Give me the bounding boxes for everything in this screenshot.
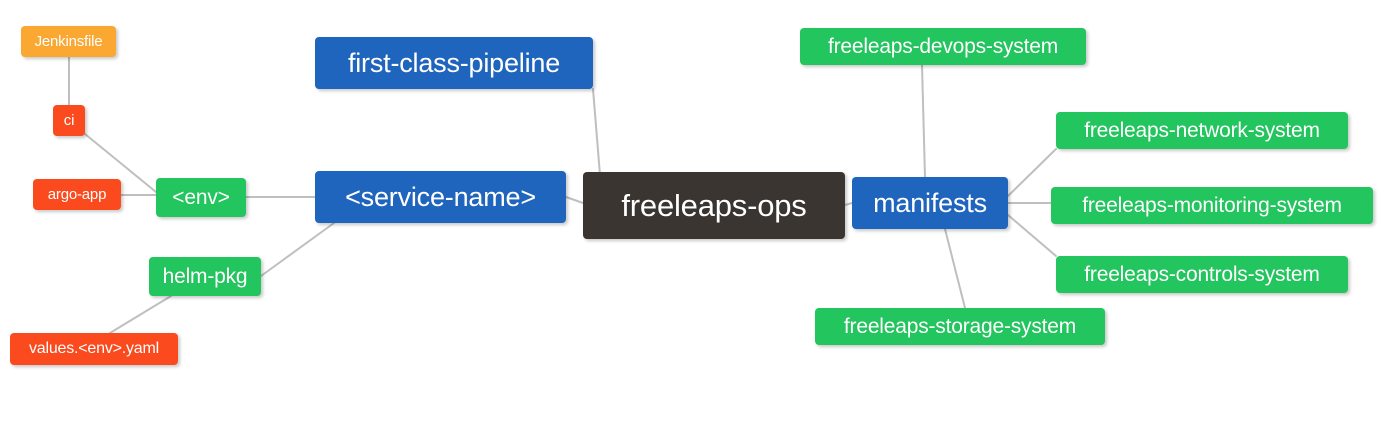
node-argo-app[interactable]: argo-app (33, 179, 121, 210)
node-env[interactable]: <env> (156, 178, 246, 217)
edge-freeleaps-ops-to-first-class-pipeline (592, 88, 601, 176)
edge-freeleaps-ops-to-service-name (565, 196, 584, 204)
node-freeleaps-controls-system[interactable]: freeleaps-controls-system (1056, 256, 1348, 293)
edge-manifests-to-freeleaps-devops-system (921, 64, 926, 178)
edge-env-to-ci (84, 133, 157, 193)
node-freeleaps-monitoring-system[interactable]: freeleaps-monitoring-system (1051, 187, 1373, 224)
edge-manifests-to-freeleaps-network-system (1007, 148, 1057, 197)
node-freeleaps-devops-system[interactable]: freeleaps-devops-system (800, 28, 1086, 65)
edge-manifests-to-freeleaps-controls-system (1007, 214, 1057, 257)
node-manifests[interactable]: manifests (852, 177, 1008, 229)
node-freeleaps-network-system[interactable]: freeleaps-network-system (1056, 112, 1348, 149)
edge-freeleaps-ops-to-manifests (844, 202, 853, 206)
edge-service-name-to-helm-pkg (260, 222, 335, 277)
node-jenkinsfile[interactable]: Jenkinsfile (21, 26, 116, 57)
edge-helm-pkg-to-values-yaml (109, 295, 172, 334)
node-service-name[interactable]: <service-name> (315, 171, 566, 223)
node-freeleaps-storage-system[interactable]: freeleaps-storage-system (815, 308, 1105, 345)
node-freeleaps-ops[interactable]: freeleaps-ops (583, 172, 845, 239)
node-ci[interactable]: ci (53, 105, 85, 136)
node-first-class-pipeline[interactable]: first-class-pipeline (315, 37, 593, 89)
edge-manifests-to-freeleaps-storage-system (944, 228, 966, 309)
node-values-yaml[interactable]: values.<env>.yaml (10, 333, 178, 365)
node-helm-pkg[interactable]: helm-pkg (149, 257, 261, 296)
